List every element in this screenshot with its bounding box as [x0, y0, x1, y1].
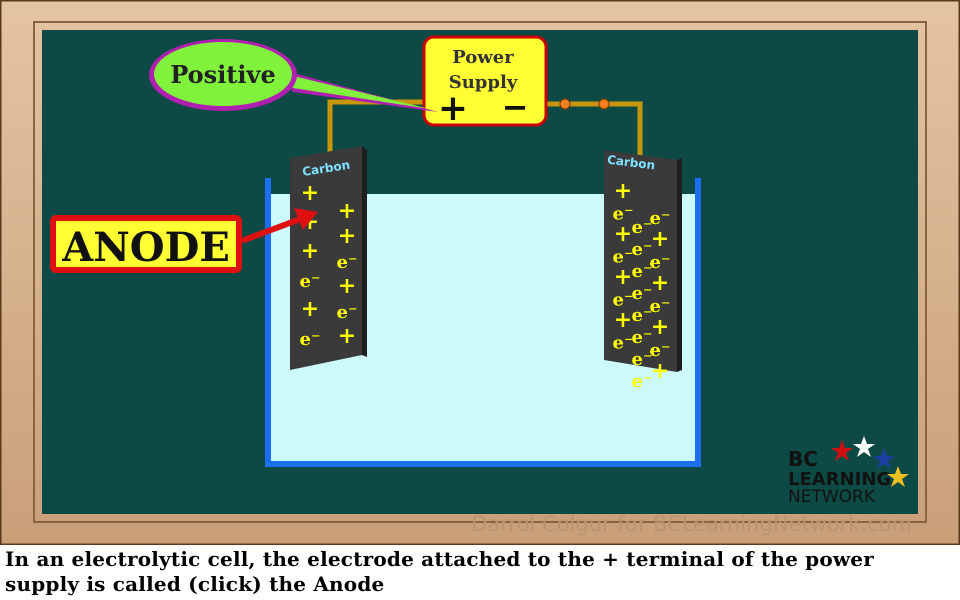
- cathode-electrode: Carbon: [604, 150, 682, 372]
- electron: e⁻: [650, 252, 671, 273]
- positive-charge: +: [614, 178, 632, 204]
- electron: e⁻: [632, 217, 653, 238]
- positive-charge: +: [338, 198, 356, 224]
- positive-charge: +: [614, 221, 632, 247]
- electron: e⁻: [337, 252, 358, 273]
- power-supply-label-line1: Power: [452, 47, 514, 68]
- anode-label: ANODE: [61, 224, 230, 271]
- star-icon: [873, 448, 895, 469]
- positive-label: Positive: [170, 60, 275, 89]
- electron: e⁻: [632, 239, 653, 260]
- positive-charge: +: [338, 273, 356, 299]
- positive-charge: +: [338, 323, 356, 349]
- electron: e⁻: [613, 247, 634, 268]
- electron: e⁻: [632, 371, 653, 392]
- electrode-label: Carbon: [606, 153, 656, 173]
- electrolytic-cell-diagram: Carbon +++e⁻+e⁻++e⁻+e⁻+ Carbon +e⁻+e⁻+e⁻…: [0, 0, 960, 545]
- watermark: Darrol Colgur for BCLearningNetwork.com: [471, 512, 912, 536]
- electron: e⁻: [632, 283, 653, 304]
- electron: e⁻: [613, 333, 634, 354]
- positive-charge: +: [301, 180, 319, 206]
- anode-charges: +++e⁻+e⁻++e⁻+e⁻+: [300, 180, 358, 350]
- electron: e⁻: [613, 290, 634, 311]
- positive-terminal: +: [438, 88, 468, 129]
- cathode-charges: +e⁻+e⁻+e⁻+e⁻e⁻+e⁻+e⁻+e⁻+e⁻e⁻e⁻e⁻e⁻e⁻e⁻e⁻: [613, 178, 671, 392]
- positive-charge: +: [614, 307, 632, 333]
- beaker: [265, 178, 701, 467]
- positive-charge: +: [651, 314, 669, 340]
- positive-charge: +: [651, 358, 669, 384]
- positive-charge: +: [614, 264, 632, 290]
- electron: e⁻: [632, 305, 653, 326]
- power-supply-label-line2: Supply: [449, 72, 518, 93]
- electron: e⁻: [650, 340, 671, 361]
- positive-charge: +: [651, 226, 669, 252]
- electron: e⁻: [613, 204, 634, 225]
- bc-learning-network-logo: BC LEARNING NETWORK: [788, 436, 909, 507]
- electron: e⁻: [300, 329, 321, 350]
- wire-connector: [559, 98, 571, 110]
- electron: e⁻: [632, 349, 653, 370]
- caption: In an electrolytic cell, the electrode a…: [5, 547, 874, 596]
- power-supply: Power Supply + −: [422, 35, 548, 129]
- positive-charge: +: [301, 238, 319, 264]
- electron: e⁻: [650, 296, 671, 317]
- positive-charge: +: [301, 296, 319, 322]
- positive-charge: +: [338, 223, 356, 249]
- electron: e⁻: [300, 271, 321, 292]
- svg-text:NETWORK: NETWORK: [788, 487, 876, 507]
- electron: e⁻: [632, 327, 653, 348]
- frame-inner-border: [33, 21, 927, 523]
- positive-charge: +: [651, 270, 669, 296]
- electron: e⁻: [337, 302, 358, 323]
- svg-text:BC: BC: [788, 447, 818, 471]
- electron: e⁻: [650, 208, 671, 229]
- anode-electrode: Carbon: [290, 146, 367, 370]
- negative-terminal: −: [502, 88, 529, 126]
- electron: e⁻: [632, 261, 653, 282]
- wire-connector: [598, 98, 610, 110]
- positive-callout: Positive: [149, 39, 438, 112]
- star-icon: [853, 436, 875, 457]
- star-icon: [831, 440, 853, 461]
- anode-arrow: [241, 208, 318, 243]
- star-icon: [887, 466, 909, 487]
- svg-text:LEARNING: LEARNING: [788, 469, 891, 490]
- anode-label-box: ANODE: [50, 215, 242, 273]
